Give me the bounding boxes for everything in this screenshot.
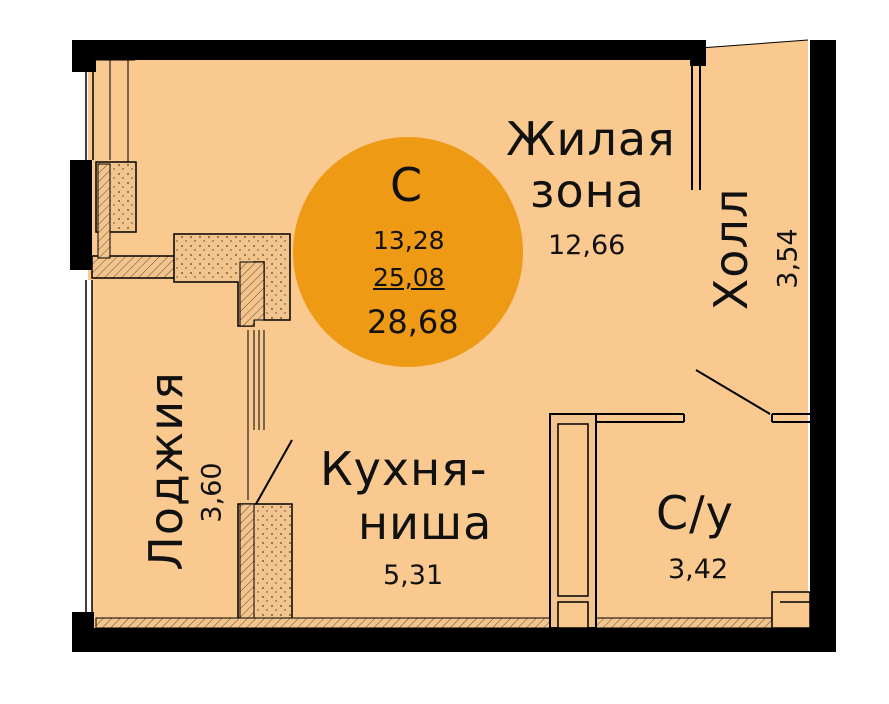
bathroom-door-swing bbox=[695, 369, 771, 415]
loggia-area: 3,60 bbox=[196, 462, 228, 523]
living-zone-name-line1: Жилая bbox=[506, 112, 676, 166]
wall-left-column-inner bbox=[97, 163, 111, 259]
living-zone-name-line2: зона bbox=[530, 164, 645, 218]
badge-total-area: 28,68 bbox=[367, 303, 459, 341]
wall-top-right-corner bbox=[690, 40, 706, 66]
badge-area-mid: 25,08 bbox=[373, 263, 445, 292]
kitchen-name-line2: ниша bbox=[358, 496, 493, 550]
wall-top-left-corner bbox=[72, 40, 96, 72]
living-zone-area: 12,66 bbox=[548, 230, 626, 261]
wall-top bbox=[72, 40, 700, 60]
kitchen-column-hatch bbox=[239, 503, 255, 629]
loggia-name: Лоджия bbox=[138, 371, 193, 571]
bathroom-area: 3,42 bbox=[668, 554, 729, 585]
badge-living-area: 13,28 bbox=[373, 226, 445, 255]
bathroom-name: С/у bbox=[656, 486, 734, 540]
hall-name: Холл bbox=[704, 187, 759, 311]
badge-type-label: С bbox=[390, 158, 423, 212]
kitchen-name-line1: Кухня- bbox=[320, 442, 488, 496]
area-badge bbox=[293, 137, 523, 367]
hall-area: 3,54 bbox=[772, 228, 804, 289]
wall-bottom-sill bbox=[95, 617, 811, 629]
partition-hatch bbox=[239, 261, 265, 327]
loggia-door-swing bbox=[255, 439, 293, 505]
wall-left-pier bbox=[70, 160, 92, 270]
loggia-floor bbox=[92, 282, 242, 632]
wall-bottom-left-corner bbox=[72, 612, 94, 652]
kitchen-area: 5,31 bbox=[383, 560, 444, 591]
wall-bottom bbox=[72, 628, 836, 652]
wall-right bbox=[810, 40, 836, 652]
bathroom-fixture bbox=[771, 591, 811, 629]
